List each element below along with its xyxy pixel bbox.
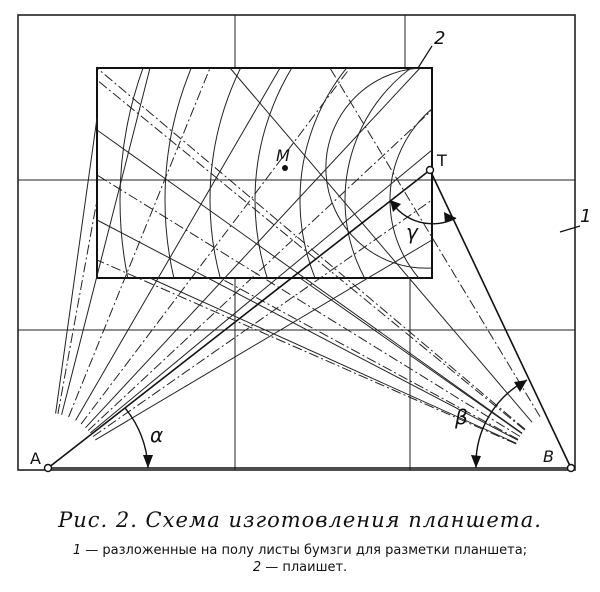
ray-a	[90, 149, 433, 434]
ray-b	[299, 277, 523, 435]
point-t-marker	[425, 165, 435, 175]
rays-from-b	[96, 67, 541, 445]
construction-arc	[164, 68, 192, 278]
label-point-b: B	[543, 447, 554, 466]
ray-b	[96, 79, 525, 431]
ray-b	[96, 219, 519, 441]
ray-b	[96, 174, 521, 437]
figure-caption-title: Рис. 2. Схема изготовления планшета.	[58, 508, 542, 532]
construction-arc	[299, 68, 348, 278]
callout-2-leader	[417, 45, 433, 69]
construction-arc	[254, 68, 293, 278]
construction-arc	[119, 68, 144, 278]
ray-a	[87, 109, 433, 431]
caption-note-number-1: 1	[72, 543, 82, 558]
ray-b	[229, 67, 533, 423]
angle-arrowheads	[143, 200, 527, 468]
label-callout-1: 1	[580, 206, 591, 227]
ray-a	[80, 67, 351, 425]
ray-b	[149, 277, 517, 444]
rays-from-a	[55, 67, 433, 441]
ray-a	[92, 199, 433, 437]
construction-arc	[209, 68, 242, 278]
label-point-m: M	[276, 146, 290, 165]
ray-a	[61, 67, 151, 415]
construction-arc	[389, 108, 432, 278]
ray-a	[85, 67, 421, 429]
ray-b	[329, 67, 541, 417]
caption-note-text-2: — плаишет.	[261, 560, 348, 575]
figure-caption-note: 1 — разложенные на полу листы бумзги для…	[0, 542, 600, 576]
ray-a	[57, 199, 98, 414]
tablet-corner-arc	[325, 68, 432, 269]
construction-arc	[344, 68, 412, 278]
diagram-figure: A B T M α β γ 1 2	[17, 14, 591, 473]
caption-note-number-2: 2	[252, 560, 262, 575]
label-callout-2: 2	[434, 28, 445, 49]
point-a-marker	[43, 463, 53, 473]
caption-note-text-1: — разложенные на полу листы бумзги для р…	[81, 543, 528, 558]
label-angle-beta: β	[454, 405, 468, 429]
label-angle-alpha: α	[150, 423, 163, 447]
main-lines	[47, 169, 572, 469]
ray-a	[75, 67, 281, 421]
paper-sheets-grid	[17, 14, 576, 471]
ray-a	[95, 239, 433, 441]
ray-b	[96, 67, 526, 430]
label-point-t: T	[436, 151, 447, 170]
ray-b	[96, 129, 523, 434]
ray-b	[219, 277, 519, 440]
label-angle-gamma: γ	[406, 220, 419, 244]
beta-arc	[475, 379, 528, 469]
point-m-marker	[282, 165, 288, 171]
ray-b	[96, 259, 517, 445]
callout-1-leader	[559, 225, 581, 233]
ray-a	[55, 117, 98, 414]
label-point-a: A	[30, 449, 41, 468]
point-b-marker	[566, 463, 576, 473]
